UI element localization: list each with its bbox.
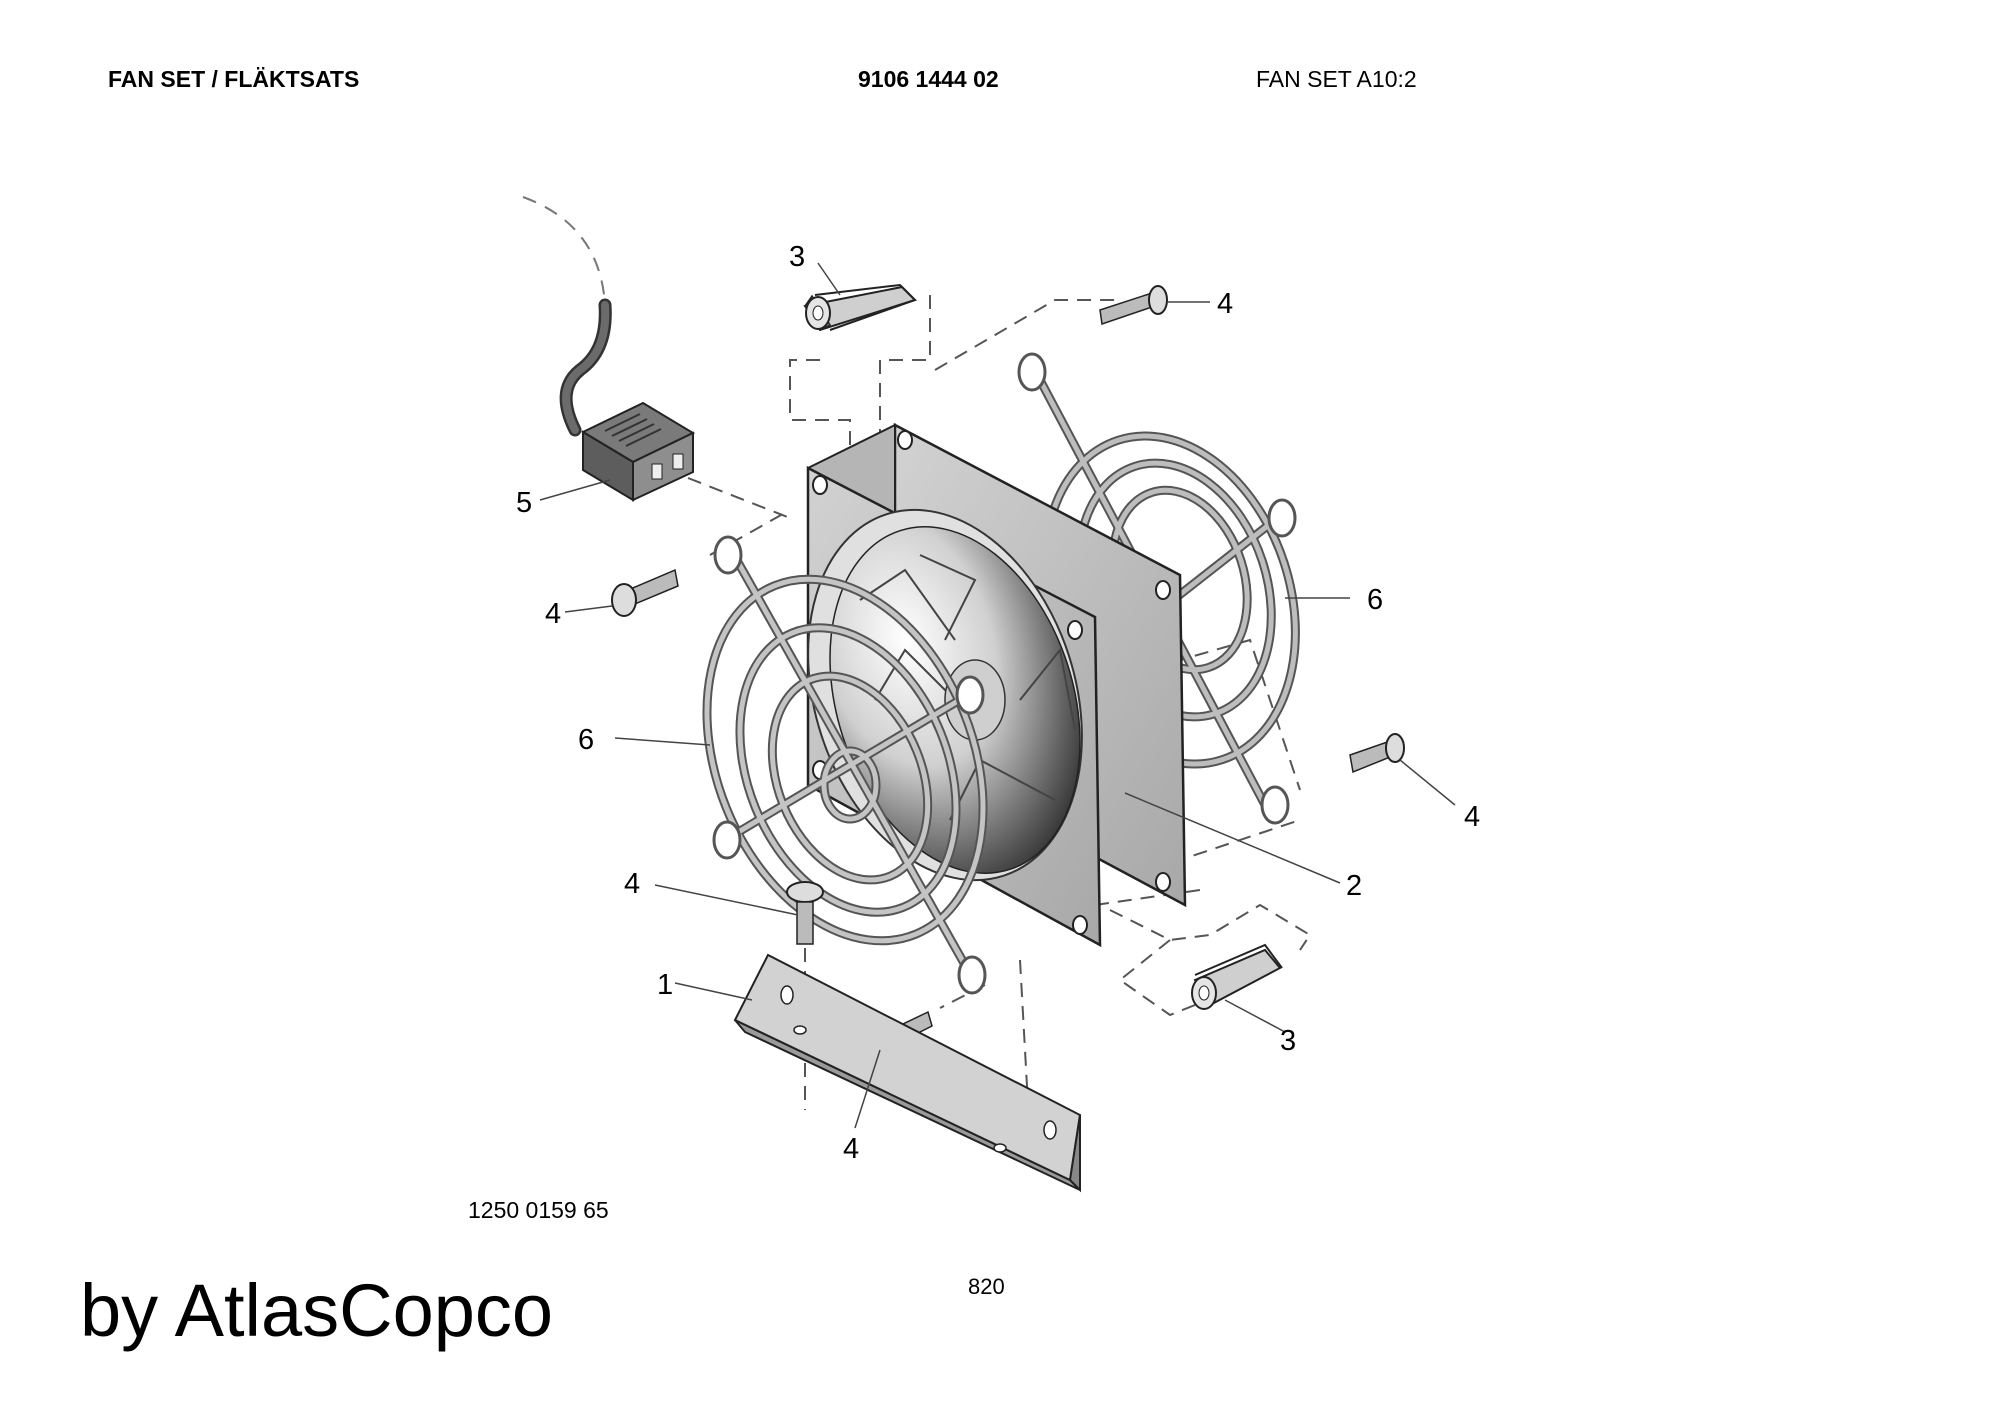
exploded-fan-assembly-drawing: 3 4 5 4 6 6 4 2 4 1 3 4 xyxy=(516,196,1480,1193)
callout-screw-bottom: 4 xyxy=(843,1133,859,1165)
screw-top-right xyxy=(1099,285,1168,326)
callout-connector: 5 xyxy=(516,487,532,519)
screw-left xyxy=(611,568,679,617)
document-title: FAN SET / FLÄKTSATS xyxy=(108,66,360,92)
drawing-number: 1250 0159 65 xyxy=(468,1197,609,1223)
callout-screw-bottom-left: 4 xyxy=(624,868,640,900)
callout-screw-left: 4 xyxy=(545,598,561,630)
callout-guard-left: 6 xyxy=(578,724,594,756)
callout-guard-right: 6 xyxy=(1367,584,1383,616)
callout-spacer-top: 3 xyxy=(789,241,805,273)
leader-lines xyxy=(539,262,1456,1129)
callout-screw-right: 4 xyxy=(1464,801,1480,833)
spacer-top xyxy=(803,283,917,332)
callout-screw-top-right: 4 xyxy=(1217,288,1233,320)
part-number: 9106 1444 02 xyxy=(858,66,999,92)
callout-bracket: 1 xyxy=(657,969,673,1001)
mounting-bracket xyxy=(733,953,1082,1193)
spacer-bottom xyxy=(1191,943,1283,1010)
set-name: FAN SET A10:2 xyxy=(1256,66,1417,92)
brand-watermark: by AtlasCopco xyxy=(80,1269,554,1352)
power-cable xyxy=(522,196,612,437)
page-number: 820 xyxy=(968,1274,1005,1299)
screw-right xyxy=(1349,733,1405,774)
callout-spacer-bottom: 3 xyxy=(1280,1025,1296,1057)
screw-bottom-left xyxy=(786,881,824,945)
connector-plug xyxy=(580,401,696,502)
callout-fan: 2 xyxy=(1346,870,1362,902)
